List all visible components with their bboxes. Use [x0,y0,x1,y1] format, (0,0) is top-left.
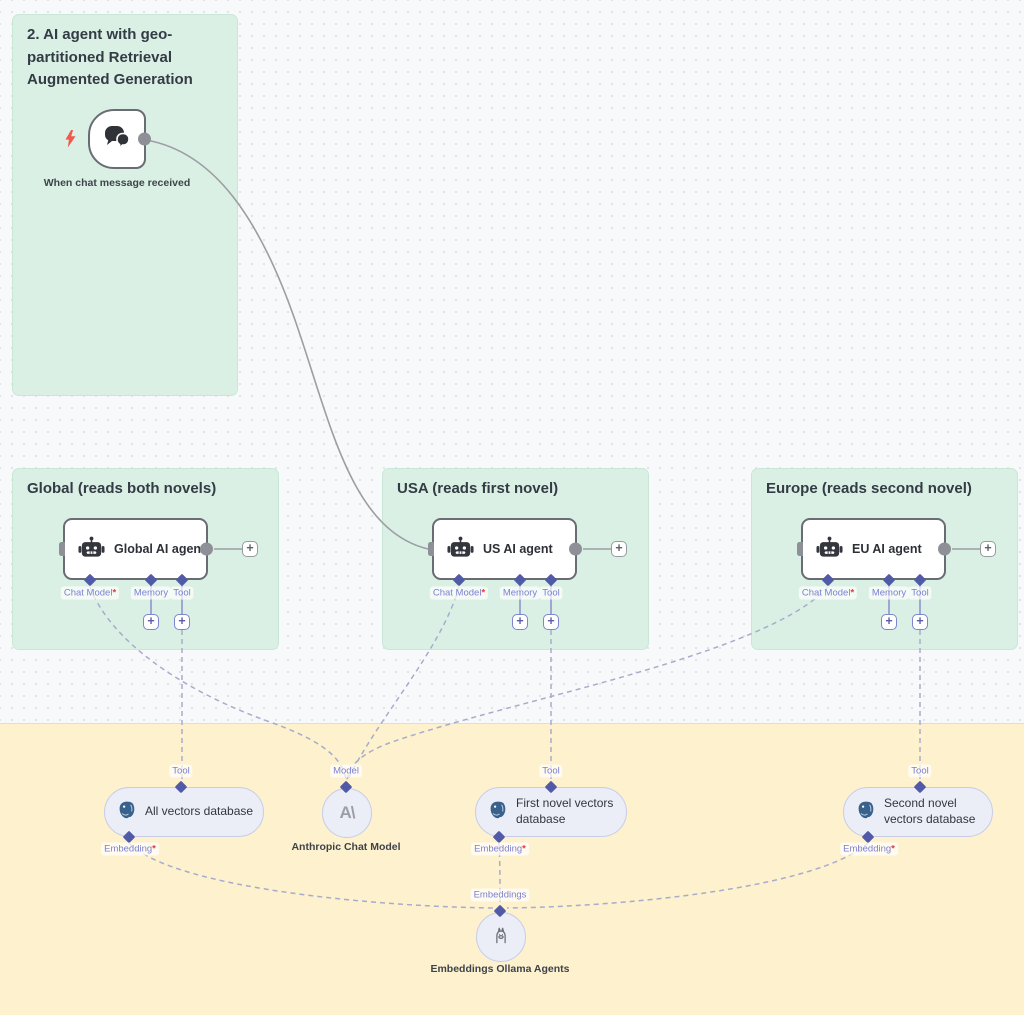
add-tool-button-global[interactable]: + [174,614,190,630]
sticky-title: Global (reads both novels) [27,480,217,497]
vector-db-node-second[interactable]: Second novel vectors database [843,787,993,837]
port-label-tool: Tool [539,764,563,778]
port-label-embedding: Embedding* [101,842,159,856]
add-node-button-global[interactable]: + [242,541,258,557]
port-label-tool: Tool [908,764,932,778]
connection-us-chatmodel-to-anthropic[interactable] [347,586,460,780]
port-label-chat-model: Chat Model* [798,586,858,600]
anthropic-icon: A\ [339,803,356,822]
node-title: First novel vectors database [516,796,614,826]
ai-agent-node-global[interactable]: Global AI agent [59,518,213,580]
port-label-chat-model: Chat Model* [60,586,120,600]
port-label-text: Chat Model [63,587,113,599]
postgres-icon [488,800,508,825]
input-port[interactable] [797,542,803,556]
postgres-icon [856,800,876,825]
add-node-button-us[interactable]: + [611,541,627,557]
port-label-memory: Memory [868,586,910,600]
port-label-embedding: Embedding* [840,842,898,856]
add-memory-button-global[interactable]: + [143,614,159,630]
port-label-chat-model: Chat Model* [429,586,489,600]
sticky-title: Europe (reads second novel) [766,480,972,497]
required-marker: * [152,843,156,855]
node-title: EU AI agent [852,542,922,556]
connection-trigger-to-us-agent[interactable] [145,139,429,550]
port-label-memory: Memory [499,586,541,600]
node-title: US AI agent [483,542,553,556]
port-label-tool: Tool [170,586,194,600]
vector-db-node-first[interactable]: First novel vectors database [475,787,627,837]
sticky-title: USA (reads first novel) [397,480,559,497]
port-label-tool: Tool [169,764,193,778]
add-node-button-eu[interactable]: + [980,541,996,557]
port-label-text: Embedding [104,843,153,855]
port-label-memory: Memory [130,586,172,600]
add-memory-button-us[interactable]: + [512,614,528,630]
vector-db-node-all[interactable]: All vectors database [104,787,265,837]
ai-agent-node-eu[interactable]: EU AI agent [797,518,951,580]
add-tool-button-us[interactable]: + [543,614,559,630]
connection-all-db-embedding-to-ollama[interactable] [128,842,494,909]
postgres-icon [117,800,137,825]
llama-icon [488,922,514,953]
robot-icon [78,536,105,563]
output-port[interactable] [569,542,582,556]
required-marker: * [891,843,895,855]
add-tool-button-eu[interactable]: + [912,614,928,630]
node-title: Second novel vectors database [884,796,976,826]
port-label-tool: Tool [908,586,932,600]
port-label-text: Embedding [474,843,523,855]
node-caption: Anthropic Chat Model [291,841,401,853]
lightning-trigger-icon [64,130,77,148]
required-marker: * [112,587,117,599]
ai-agent-node-us[interactable]: US AI agent [428,518,582,580]
connection-second-db-embedding-to-ollama[interactable] [506,842,869,909]
connection-eu-chatmodel-to-anthropic[interactable] [346,586,829,781]
chat-trigger-node[interactable] [65,109,151,169]
output-port[interactable] [938,542,951,556]
trigger-caption: When chat message received [43,177,191,189]
port-label-embeddings: Embeddings [470,888,530,902]
anthropic-chat-model-node[interactable]: A\ [322,788,372,838]
port-label-text: Embedding [843,843,892,855]
chat-bubbles-icon [101,123,133,156]
sticky-title: 2. AI agent with geo-partitioned Retriev… [27,26,193,88]
input-port[interactable] [428,542,434,556]
port-label-text: Chat Model [432,587,482,599]
port-label-embedding: Embedding* [471,842,529,856]
output-port[interactable] [200,542,213,556]
sticky-note-intro[interactable]: 2. AI agent with geo-partitioned Retriev… [12,14,238,396]
required-marker: * [522,843,526,855]
trigger-output-port[interactable] [138,132,151,146]
input-port[interactable] [59,542,65,556]
required-marker: * [850,587,855,599]
robot-icon [447,536,474,563]
port-label-text: Chat Model [801,587,851,599]
robot-icon [816,536,843,563]
required-marker: * [481,587,486,599]
connection-global-chatmodel-to-anthropic[interactable] [89,586,347,781]
port-label-tool: Tool [539,586,563,600]
node-caption: Embeddings Ollama Agents [430,963,570,975]
node-title: All vectors database [145,804,254,819]
node-title: Global AI agent [114,542,206,556]
port-label-model: Model [330,764,362,778]
ollama-embeddings-node[interactable] [476,912,526,962]
add-memory-button-eu[interactable]: + [881,614,897,630]
